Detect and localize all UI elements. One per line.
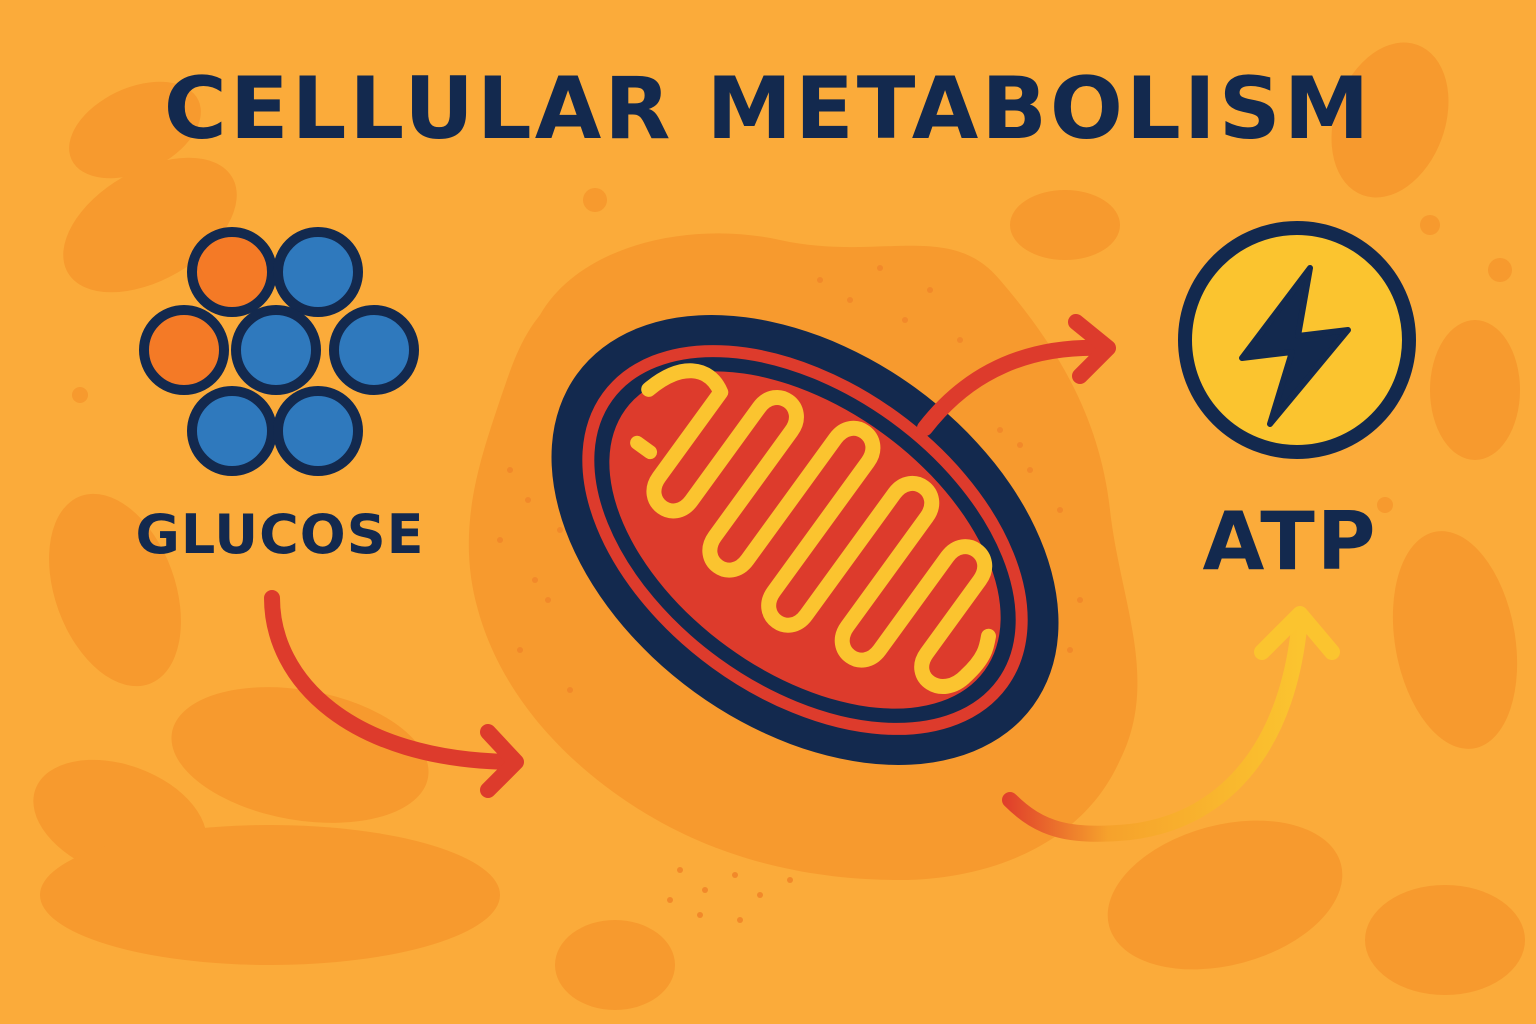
- blob: [49, 493, 181, 687]
- blob: [1010, 190, 1120, 260]
- blob: [171, 687, 429, 823]
- atom-blue: [329, 305, 419, 395]
- cristae: [641, 363, 996, 694]
- atom-blue: [231, 305, 321, 395]
- atom-blue: [187, 386, 277, 476]
- blob: [1365, 885, 1525, 995]
- blob: [1392, 531, 1518, 749]
- background-blobs: [33, 42, 1525, 1010]
- lightning-bolt-icon: [1239, 265, 1351, 427]
- blob: [583, 188, 607, 212]
- blob: [72, 387, 88, 403]
- atom-blue: [273, 227, 363, 317]
- blob: [40, 825, 500, 965]
- outer-membrane-ring: [582, 345, 1028, 735]
- arrow-to-atp-bottom: [1002, 610, 1308, 842]
- atom-orange: [139, 305, 229, 395]
- blob: [1377, 497, 1393, 513]
- arrow-to-atp-head: [1254, 606, 1340, 660]
- atp-label: ATP: [1202, 495, 1378, 588]
- blob: [1488, 258, 1512, 282]
- arrow-glucose-to-mitochondrion: [264, 590, 524, 798]
- mitochondrion-icon: [551, 315, 1059, 765]
- page-title: CELLULAR METABOLISM: [163, 59, 1373, 159]
- glucose-molecule-icon: [139, 227, 419, 476]
- atom-orange: [187, 227, 277, 317]
- atom-blue: [273, 386, 363, 476]
- blob: [555, 920, 675, 1010]
- atp-energy-icon: [1178, 221, 1416, 459]
- blob: [1107, 820, 1343, 970]
- blob: [1430, 320, 1520, 460]
- glucose-label: GLUCOSE: [135, 503, 425, 566]
- blob: [1331, 42, 1449, 198]
- blob: [1420, 215, 1440, 235]
- arrow-mitochondrion-to-atp: [917, 314, 1116, 436]
- crista-fragment: [630, 435, 658, 460]
- blob: [69, 81, 201, 179]
